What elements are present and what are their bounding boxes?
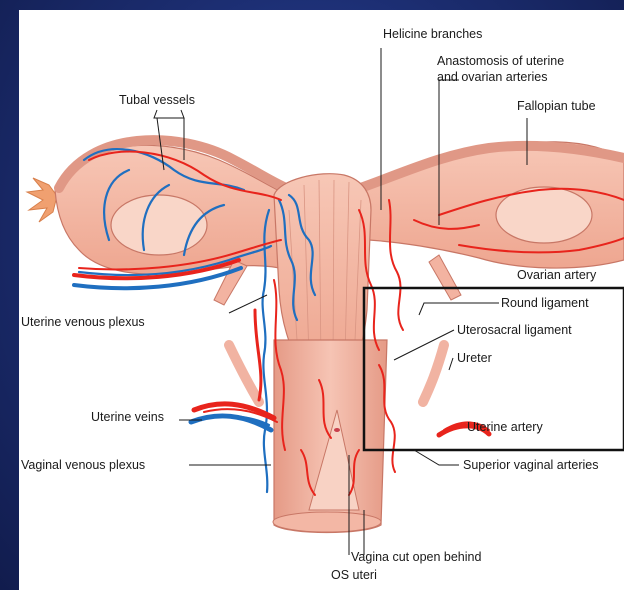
label-uterine-veins: Uterine veins — [91, 410, 164, 424]
label-superior-vaginal-arteries: Superior vaginal arteries — [463, 458, 599, 472]
label-anastomosis-line2: and ovarian arteries — [437, 70, 547, 84]
vagina-cut-end — [273, 512, 381, 532]
label-uterine-artery: Uterine artery — [467, 420, 543, 434]
label-helicine-branches: Helicine branches — [383, 27, 482, 41]
label-os-uteri: OS uteri — [331, 568, 377, 582]
label-uterine-venous-plexus: Uterine venous plexus — [21, 315, 145, 329]
label-vagina-cut-open: Vagina cut open behind — [351, 550, 481, 564]
label-fallopian-tube: Fallopian tube — [517, 99, 596, 113]
label-round-ligament: Round ligament — [501, 296, 589, 310]
label-anastomosis-line1: Anastomosis of uterine — [437, 54, 564, 68]
diagram-panel: Helicine branches Anastomosis of uterine… — [19, 10, 624, 590]
label-tubal-vessels: Tubal vessels — [119, 93, 195, 107]
label-ureter: Ureter — [457, 351, 492, 365]
label-uterosacral-ligament: Uterosacral ligament — [457, 323, 572, 337]
label-vaginal-venous-plexus: Vaginal venous plexus — [21, 458, 145, 472]
left-fimbriae — [27, 178, 57, 222]
left-ovary — [111, 195, 207, 255]
label-ovarian-artery: Ovarian artery — [517, 268, 596, 282]
